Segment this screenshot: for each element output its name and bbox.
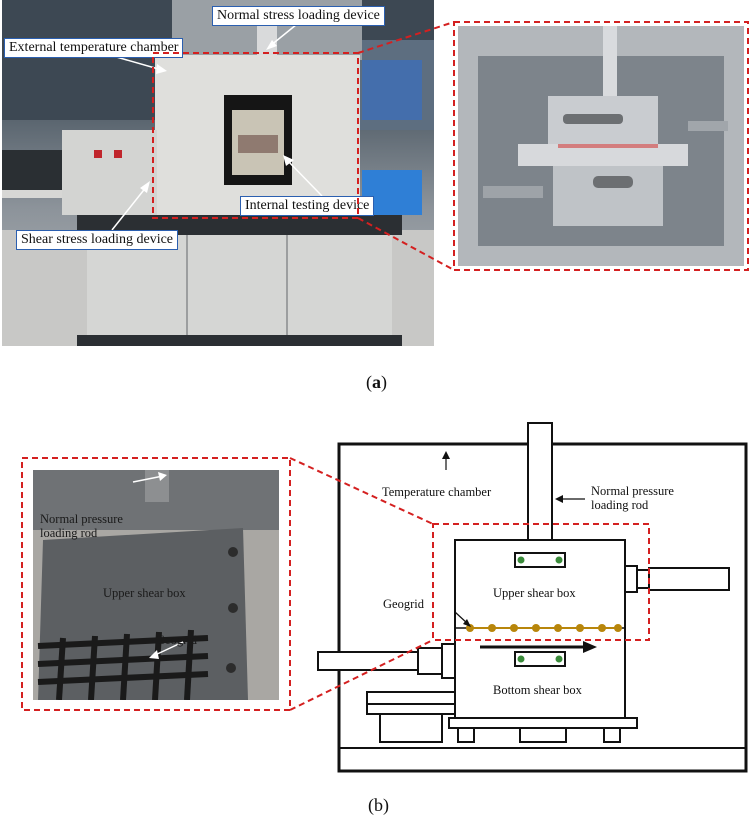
lower-handle (514, 651, 566, 667)
external-chamber-callout: External temperature chamber (4, 38, 184, 58)
lower-handle-pin-left (517, 655, 525, 663)
chamber-highlight-box (152, 52, 359, 219)
shear-stress-callout: Shear stress loading device (16, 230, 179, 250)
schematic-upper-box-label: Upper shear box (493, 586, 576, 600)
chamber-label: Temperature chamber (382, 485, 492, 499)
connector-bottom (357, 217, 455, 271)
internal-device-drawing (458, 26, 744, 266)
internal-device-callout: Internal testing device (240, 196, 375, 216)
left-piston-plate (441, 643, 456, 679)
zoom-highlight-box (432, 523, 650, 641)
panel-a-highlight-overlay (152, 21, 749, 271)
caption-b: (b) (368, 795, 389, 815)
caption-a: (a) (366, 372, 387, 392)
zoom-connector-top (289, 457, 434, 525)
base-foot-mid (519, 727, 567, 743)
connector-top (357, 21, 455, 54)
photo-geogrid-label: Geogrid (156, 633, 197, 647)
upper-handle (514, 552, 566, 568)
geogrid-nodes (466, 624, 622, 632)
lower-handle-pin-right (555, 655, 563, 663)
zoom-connector-bottom (289, 639, 434, 711)
photo-highlight-box (21, 457, 291, 711)
shear-box-photo (33, 470, 279, 700)
right-arm-rod (648, 567, 730, 591)
schematic-rod-label: Normal pressure loading rod (591, 484, 674, 512)
schematic-bottom-box-label: Bottom shear box (493, 683, 582, 697)
bench-leg (379, 713, 443, 743)
schematic-geogrid-label: Geogrid (383, 597, 424, 611)
base-foot-left (457, 727, 475, 743)
normal-stress-callout: Normal stress loading device (212, 6, 385, 26)
upper-handle-pin-left (517, 556, 525, 564)
photo-upper-box-label: Upper shear box (103, 586, 186, 600)
internal-device-photo (458, 26, 744, 266)
base-foot-right (603, 727, 621, 743)
upper-handle-pin-right (555, 556, 563, 564)
right-arm-collar (624, 565, 638, 593)
shear-direction-arrowhead (583, 641, 597, 653)
photo-rod-label: Normal pressure loading rod (40, 512, 123, 540)
bench-mid (366, 703, 456, 715)
right-arm-joint (636, 569, 650, 589)
left-piston-head (417, 647, 443, 675)
base-plate (448, 717, 638, 729)
bench-top (366, 691, 456, 705)
shear-box (454, 539, 626, 721)
panel-a: Normal stress loading device External te… (0, 0, 754, 350)
shear-box-photo-drawing (33, 470, 279, 700)
inset-highlight-box (453, 21, 749, 271)
